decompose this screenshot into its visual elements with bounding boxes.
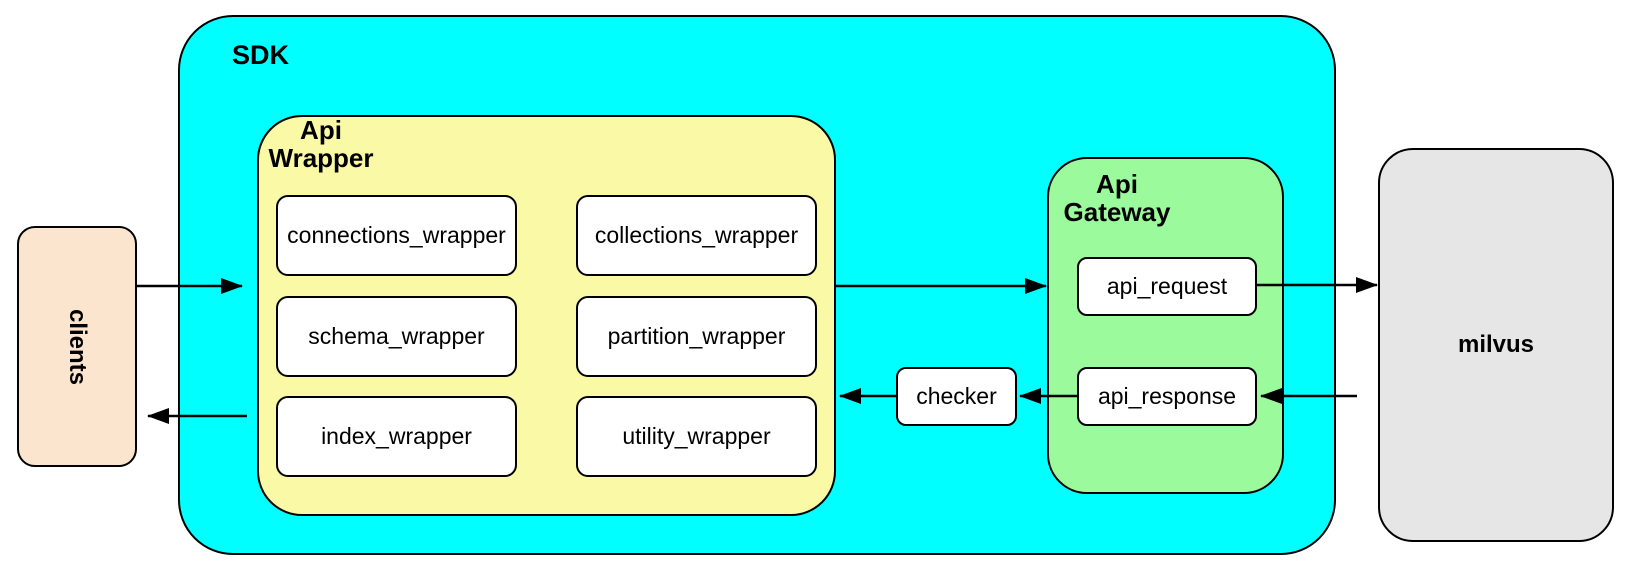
api-wrapper-label: Api Wrapper [261,116,381,172]
api-gateway-label-line1: Api [1096,169,1138,199]
api-wrapper-label-line2: Wrapper [268,143,374,173]
clients-label: clients [64,308,91,385]
node-partition-wrapper: partition_wrapper [576,296,817,377]
clients-container: clients [17,226,137,467]
node-schema-wrapper: schema_wrapper [276,296,517,377]
node-api-request: api_request [1077,257,1257,316]
api-gateway-label-line2: Gateway [1063,197,1171,227]
api-gateway-container [1047,157,1284,494]
milvus-container: milvus [1378,148,1614,542]
node-index-wrapper: index_wrapper [276,396,517,477]
node-api-response: api_response [1077,367,1257,426]
node-checker: checker [896,367,1017,426]
node-utility-wrapper: utility_wrapper [576,396,817,477]
sdk-label: SDK [232,40,290,70]
api-wrapper-label-line1: Api [300,115,342,145]
milvus-label: milvus [1457,331,1535,358]
node-connections-wrapper: connections_wrapper [276,195,517,276]
node-collections-wrapper: collections_wrapper [576,195,817,276]
api-gateway-label: Api Gateway [1057,170,1177,226]
